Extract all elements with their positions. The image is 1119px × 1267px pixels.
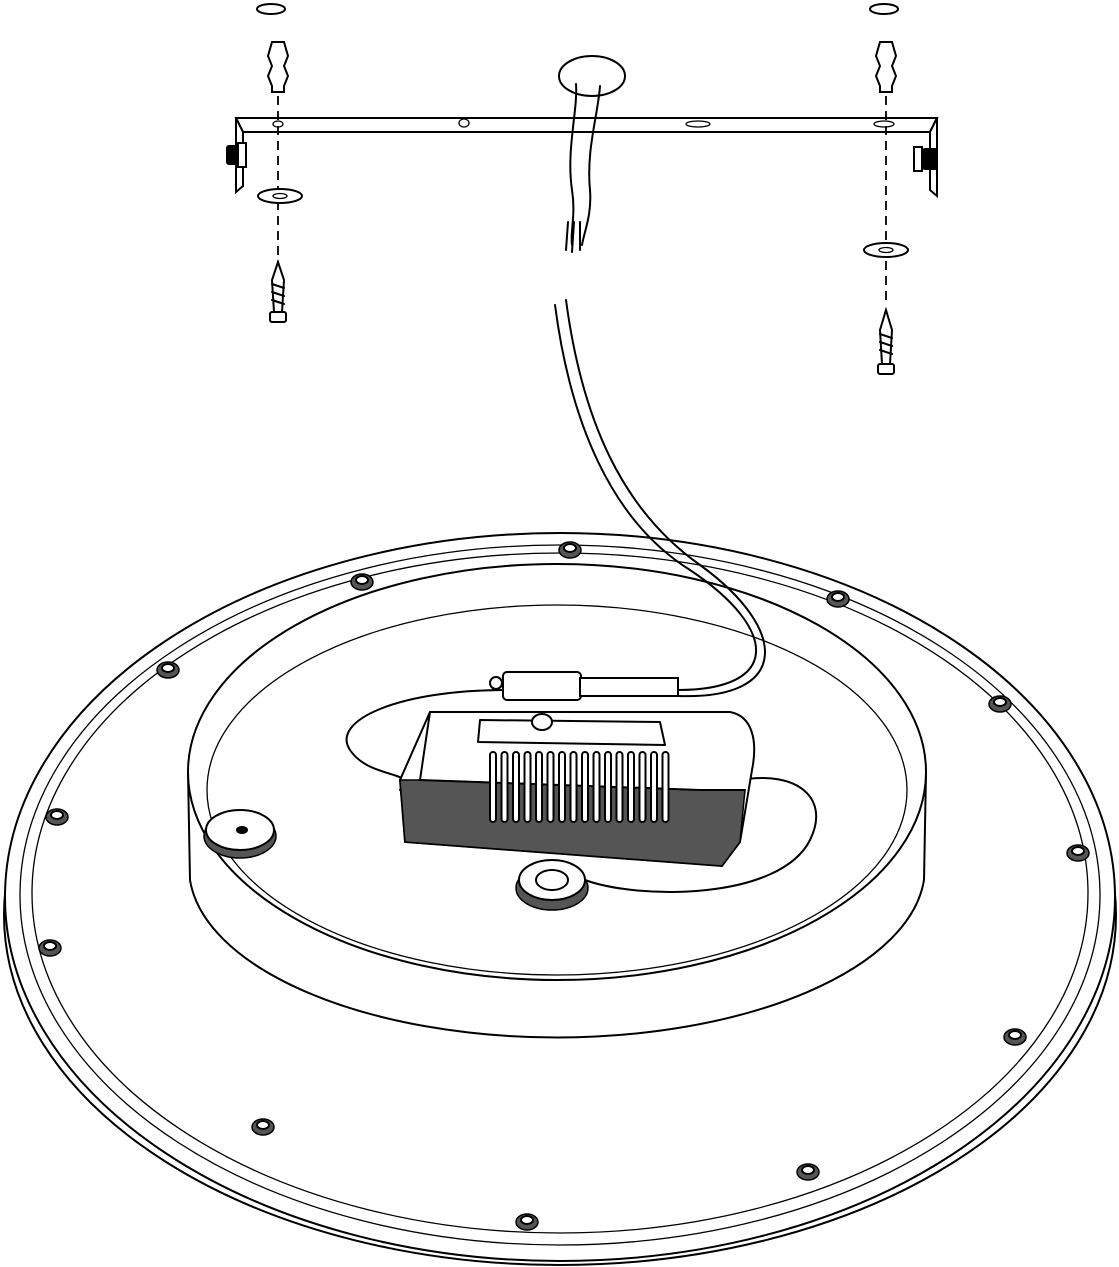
ring-screw [826,590,850,608]
right-fixings [863,3,909,375]
cooling-fin [661,751,670,823]
cooling-fin [581,751,589,823]
ring-screw [515,1213,539,1231]
ceiling-cable [558,55,626,253]
ring-screw [558,541,582,559]
ring-screw [796,1163,820,1181]
cooling-fin [650,751,658,823]
terminal-connector [489,671,679,701]
cooling-fin [500,751,509,823]
cooling-fin [569,751,578,823]
ring-screw [350,573,374,591]
mounting-pad-center [515,859,589,911]
cooling-fin [512,751,520,823]
ring-screw [251,1118,275,1136]
ring-screw [38,939,62,957]
ring-screw [45,808,69,826]
cooling-fin [546,751,555,823]
ring-screw [1066,844,1090,862]
led-driver [398,711,756,868]
ring-screw [156,661,180,679]
cooling-fin [523,751,532,823]
cooling-fin [535,751,543,823]
cooling-fin [489,751,497,823]
driver-wires [345,689,818,893]
cooling-fin [592,751,601,823]
ring-screw [988,695,1012,713]
mounting-bracket [226,117,939,199]
cooling-fin [615,751,624,823]
cooling-fin [627,751,635,823]
left-fixings [256,3,303,323]
cooling-fin [558,751,566,823]
ring-screw [1003,1028,1027,1046]
ring-screws [38,541,1090,1231]
mounting-pad-left [203,809,277,859]
supply-cable [554,299,766,698]
cooling-fin [604,751,612,823]
cooling-fin [638,751,647,823]
cooling-fins [489,751,670,823]
